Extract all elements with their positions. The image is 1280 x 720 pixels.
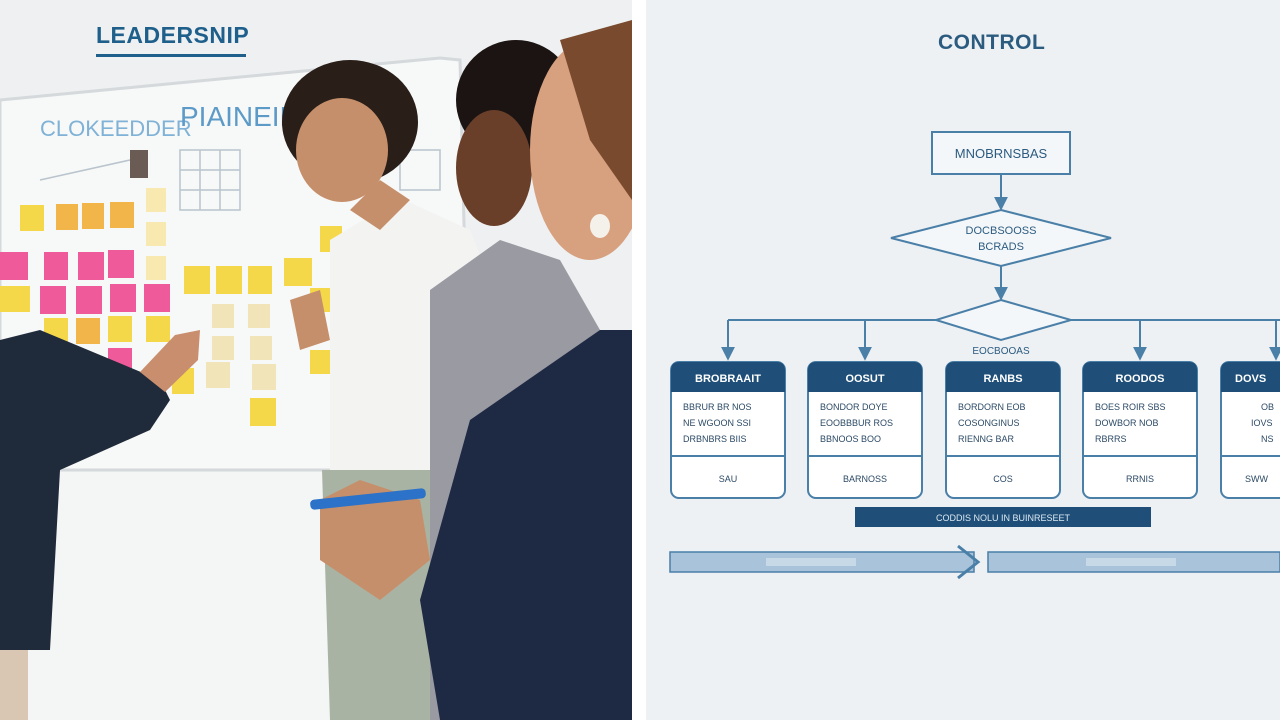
timeline-arrows: [669, 544, 1280, 580]
card-1-footer: SAU: [719, 474, 738, 484]
card-1-header: BROBRAAIT: [695, 373, 761, 385]
card-5-line-1: OB: [1261, 402, 1274, 412]
board-grid: [39, 149, 441, 211]
card-5: DOVS OB IOVS NS SWW: [1220, 361, 1280, 499]
card-5-footer: SWW: [1245, 474, 1268, 484]
card-4-footer: RRNIS: [1126, 474, 1154, 484]
card-2-footer: BARNOSS: [843, 474, 887, 484]
summary-bar-label: CODDIS NOLU IN BUINRESEET: [936, 513, 1071, 523]
card-2-line-1: BONDOR DOYE: [820, 402, 888, 412]
branch-diamond: [932, 298, 1075, 342]
diamond-label-line-2: BCRADS: [978, 241, 1024, 253]
top-process-box: [931, 131, 1071, 175]
card-3-line-2: COSONGINUS: [958, 418, 1020, 428]
diamond-label-line-1: DOCBSOOSS: [966, 225, 1037, 237]
control-title: CONTROL: [938, 31, 1046, 54]
card-4-line-3: RBRRS: [1095, 434, 1127, 444]
card-2-line-2: EOOBBBUR ROS: [820, 418, 893, 428]
card-4-line-1: BOES ROIR SBS: [1095, 402, 1166, 412]
card-1-line-3: DRBNBRS BIIS: [683, 434, 747, 444]
card-3-line-3: RIENNG BAR: [958, 434, 1015, 444]
card-5-line-3: NS: [1261, 434, 1274, 444]
card-3-header: RANBS: [983, 373, 1022, 385]
card-5-header: DOVS: [1235, 373, 1266, 385]
card-4-header: ROODOS: [1116, 373, 1165, 385]
title-underline: [96, 54, 246, 57]
card-3: RANBS BORDORN EOB COSONGINUS RIENNG BAR …: [945, 361, 1061, 499]
person-left: [0, 330, 200, 720]
card-1-line-1: BBRUR BR NOS: [683, 402, 752, 412]
board-word-1: CLOKEEDDER: [40, 116, 192, 141]
decision-diamond: [890, 208, 1112, 268]
summary-bar: [855, 507, 1151, 527]
card-2-header: OOSUT: [845, 373, 884, 385]
card-1: BROBRAAIT BBRUR BR NOS NE WGOON SSI DRBN…: [670, 361, 786, 499]
card-1-line-2: NE WGOON SSI: [683, 418, 751, 428]
leadership-title: LEADERSNIP: [96, 22, 250, 48]
card-3-line-1: BORDORN EOB: [958, 402, 1026, 412]
board-word-2: PIAINEIN: [180, 101, 300, 132]
card-4: ROODOS BOES ROIR SBS DOWBOR NOB RBRRS RR…: [1082, 361, 1198, 499]
meeting-photo: CLOKEEDDER PIAINEIN: [0, 0, 632, 720]
leadership-photo-panel: CLOKEEDDER PIAINEIN: [0, 0, 632, 720]
person-foreground: [420, 20, 632, 720]
branch-label: EOCBOOAS: [972, 346, 1030, 357]
card-5-line-2: IOVS: [1251, 418, 1273, 428]
card-3-footer: COS: [993, 474, 1013, 484]
card-4-line-2: DOWBOR NOB: [1095, 418, 1159, 428]
card-2: OOSUT BONDOR DOYE EOOBBBUR ROS BBNOOS BO…: [807, 361, 923, 499]
top-box-label: MNOBRNSBAS: [955, 146, 1048, 161]
panel-divider: [632, 0, 646, 720]
control-flowchart: MNOBRNSBAS DOCBSOOSS BCRADS EOCBOOAS BRO…: [669, 131, 1280, 580]
control-diagram-panel: CONTROL MNOBRNSBAS DOCBSOOSS BCRADS: [646, 0, 1280, 720]
card-2-line-3: BBNOOS BOO: [820, 434, 881, 444]
